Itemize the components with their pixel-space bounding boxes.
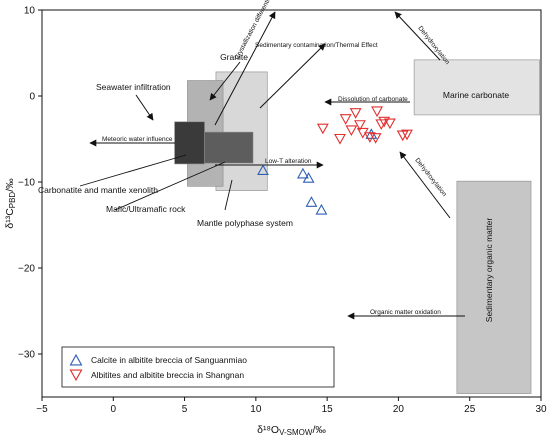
x-axis-title-unit: /‰	[312, 424, 326, 436]
process-arrow	[394, 11, 441, 61]
x-axis-title: δ¹⁸OV-SMOW/‰	[257, 424, 326, 437]
y-axis-title-sub: PBD	[8, 192, 17, 209]
legend-marker-albitite	[69, 369, 83, 382]
x-tick-label: 10	[250, 404, 262, 415]
y-axis-title-unit: /‰	[4, 178, 16, 192]
albitite-point	[371, 106, 383, 118]
region-label-seawater-infiltration: Seawater infiltration	[96, 82, 171, 92]
leader-line	[224, 179, 233, 211]
legend-marker-calcite	[69, 353, 83, 366]
y-tick-label: −10	[18, 178, 35, 189]
regions-layer	[174, 59, 540, 394]
region-label-sedimentary-organic-matter: Sedimentary organic matter	[484, 218, 494, 323]
x-tick-label: 5	[182, 404, 188, 415]
region-label-granite: Granite	[220, 52, 248, 62]
labels-layer: Seawater infiltration GraniteCarbonatite …	[38, 0, 509, 322]
albitite-point	[339, 114, 352, 125]
region-label-mantle-polyphase-system: Mantle polyphase system	[197, 218, 293, 228]
x-tick-label: −5	[36, 404, 48, 415]
albitite-point	[349, 108, 362, 119]
calcite-point	[296, 167, 309, 179]
y-tick-label: −20	[18, 264, 35, 275]
process-label-crystallization-differentiation: Crystallization differentiation	[234, 0, 278, 61]
y-axis-title-main: δ¹³C	[4, 208, 16, 229]
process-label-sedimentary-contamination-thermal-effect: Sedimentary contamination/Thermal Effect	[255, 42, 378, 49]
x-tick-label: 15	[322, 404, 334, 415]
arrows-layer	[79, 11, 465, 320]
region-granite	[215, 71, 268, 191]
legend: Calcite in albitite breccia of Sanguanmi…	[61, 346, 335, 388]
region-label-marine-carbonate: Marine carbonate	[443, 90, 509, 100]
process-label-dissolution-of-carbonate: Dissolution of carbonate	[338, 96, 408, 103]
albitite-point	[401, 129, 413, 141]
x-tick-label: 25	[464, 404, 476, 415]
albitite-point	[345, 125, 358, 137]
leader-line	[114, 161, 226, 211]
region-carbonatite-and-mantle-xenolith	[174, 121, 205, 165]
legend-label-calcite: Calcite in albitite breccia of Sanguanmi…	[91, 355, 247, 365]
x-axis-title-main: δ¹⁸O	[257, 424, 279, 436]
x-tick-label: 0	[111, 404, 117, 415]
process-label-organic-matter-oxidation: Organic matter oxidation	[370, 309, 441, 316]
y-tick-label: −30	[18, 350, 35, 361]
albitite-point	[316, 123, 329, 135]
legend-items: Calcite in albitite breccia of Sanguanmi…	[69, 353, 247, 382]
albitite-point	[353, 120, 366, 131]
ticks-layer: −5 0 5 10 15 20 25 30 −30 −20 −10 0 10	[18, 6, 547, 416]
albitite-point	[334, 133, 346, 145]
albitite-point	[383, 118, 396, 130]
legend-box	[61, 346, 335, 388]
calcite-point	[257, 164, 269, 176]
process-arrow	[135, 94, 154, 121]
plot-frame	[41, 9, 542, 398]
x-tick-label: 20	[393, 404, 405, 415]
process-label-low-t-alteration: Low-T alteration	[265, 158, 312, 165]
process-label-meteoric-water-influence: Meteoric water influence	[102, 136, 173, 143]
y-tick-label: 0	[29, 92, 35, 103]
legend-label-albitite: Albitites and albitite breccia in Shangn…	[91, 370, 244, 380]
calcite-point	[305, 196, 318, 207]
albitite-point	[369, 133, 382, 144]
calcite-point	[315, 203, 328, 215]
process-arrow	[214, 11, 276, 126]
leader-line	[79, 154, 187, 187]
process-arrow	[399, 151, 451, 219]
calcite-point	[302, 172, 315, 183]
region-label-mafic-ultramafic-rock: Mafic/Ultramafic rock	[106, 204, 186, 214]
region-label-carbonatite-and-mantle-xenolith: Carbonatite and mantle xenolith	[38, 185, 158, 195]
x-tick-label: 30	[535, 404, 547, 415]
x-axis-title-sub: V-SMOW	[279, 428, 313, 437]
region-sedimentary-organic-matter	[456, 180, 532, 394]
points-layer	[257, 106, 413, 215]
y-tick-label: 10	[24, 6, 36, 17]
process-arrow	[209, 61, 241, 101]
y-axis-title: δ¹³CPBD/‰	[4, 178, 17, 229]
albitite-point	[375, 119, 388, 131]
region-marine-carbonate	[413, 59, 540, 116]
region-mafic-ultramafic-rock	[204, 131, 254, 164]
process-arrow	[259, 43, 326, 109]
